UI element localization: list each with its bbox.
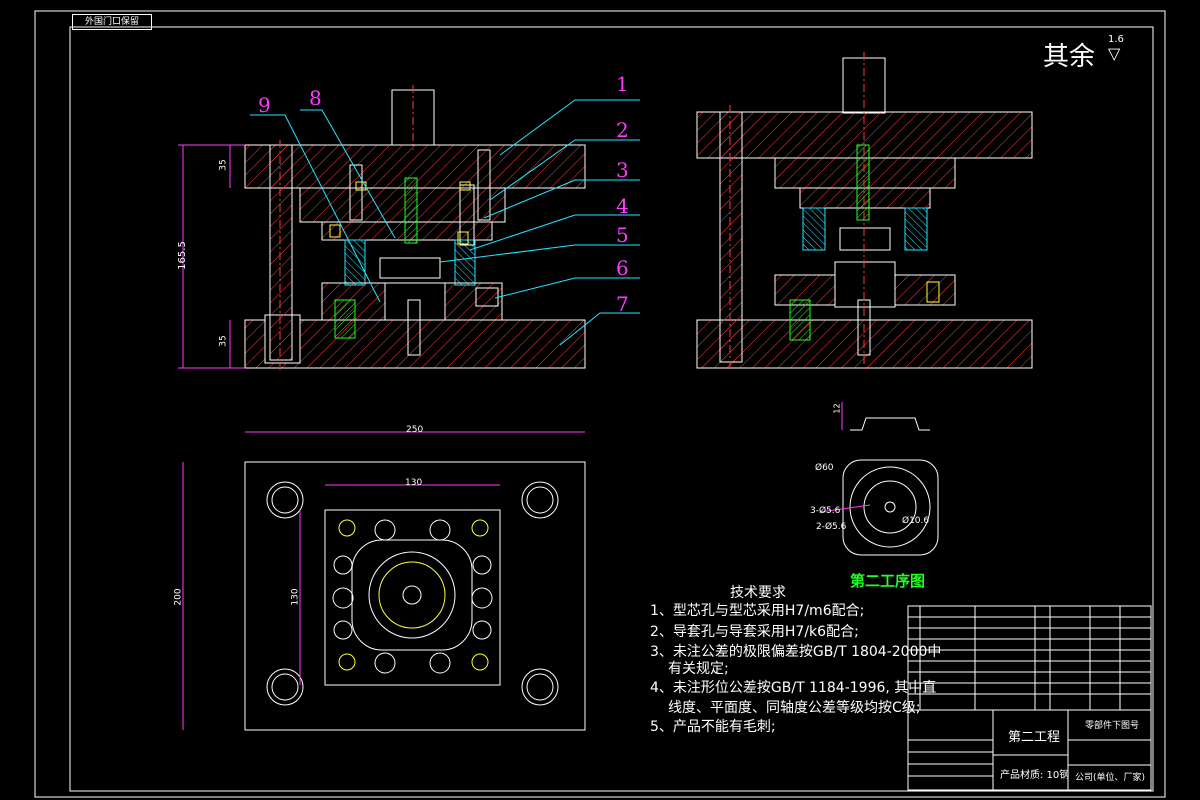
dim-top-plate: 35	[218, 159, 229, 171]
part-number-8: 8	[309, 86, 322, 110]
requirement-line: 1、型芯孔与型芯采用H7/m6配合;	[650, 603, 865, 619]
process-drawing	[819, 402, 939, 556]
dim-height-130: 130	[290, 588, 301, 606]
title-block-company: 公司(单位、厂家)	[1075, 773, 1146, 783]
dim-holes-3: 3-Ø5.6	[810, 506, 841, 516]
title-block-name: 第二工程	[1008, 730, 1061, 745]
part-number-9: 9	[258, 93, 271, 117]
dim-bottom-plate: 35	[218, 335, 229, 347]
part-number-1: 1	[616, 72, 629, 96]
dim-width-250: 250	[406, 425, 424, 435]
requirement-line: 有关规定;	[668, 661, 729, 677]
part-number-7: 7	[616, 292, 629, 316]
dim-height-total: 165.5	[176, 241, 188, 270]
dim-width-130: 130	[405, 478, 423, 488]
part-number-5: 5	[616, 223, 629, 247]
outer-frame	[34, 10, 1166, 798]
requirement-line: 线度、平面度、同轴度公差等级均按C级;	[668, 700, 921, 716]
inner-frame	[69, 26, 1154, 792]
requirement-line: 5、产品不能有毛刺;	[650, 719, 776, 735]
part-number-4: 4	[616, 194, 629, 218]
roughness-label: 其余	[1043, 42, 1096, 72]
part-number-2: 2	[616, 118, 629, 142]
requirement-line: 4、未注形位公差按GB/T 1184-1996, 其中直	[650, 680, 937, 696]
dim-height-200: 200	[173, 588, 184, 606]
dim-part-height: 12	[832, 403, 842, 414]
title-block-material: 产品材质: 10钢	[1000, 770, 1070, 781]
part-number-6: 6	[616, 256, 629, 280]
dim-d10: Ø10.6	[902, 516, 930, 526]
requirement-line: 3、未注公差的极限偏差按GB/T 1804-2000中	[650, 644, 942, 660]
plan-view	[182, 431, 586, 731]
roughness-value: 1.6	[1108, 34, 1124, 45]
part-number-3: 3	[616, 158, 629, 182]
requirements-title: 技术要求	[730, 585, 786, 601]
dim-d60: Ø60	[815, 463, 834, 473]
title-block-drawing-no: 零部件下图号	[1085, 721, 1140, 731]
title-block	[907, 605, 1152, 791]
corner-tag: 外国门口保留	[72, 14, 152, 30]
side-section-view	[696, 52, 1033, 372]
roughness-symbol-icon: ▽	[1108, 44, 1121, 63]
process-title: 第二工序图	[850, 572, 926, 590]
front-section-view	[178, 85, 640, 370]
requirement-line: 2、导套孔与导套采用H7/k6配合;	[650, 624, 859, 640]
dim-holes-2: 2-Ø5.6	[816, 522, 847, 532]
